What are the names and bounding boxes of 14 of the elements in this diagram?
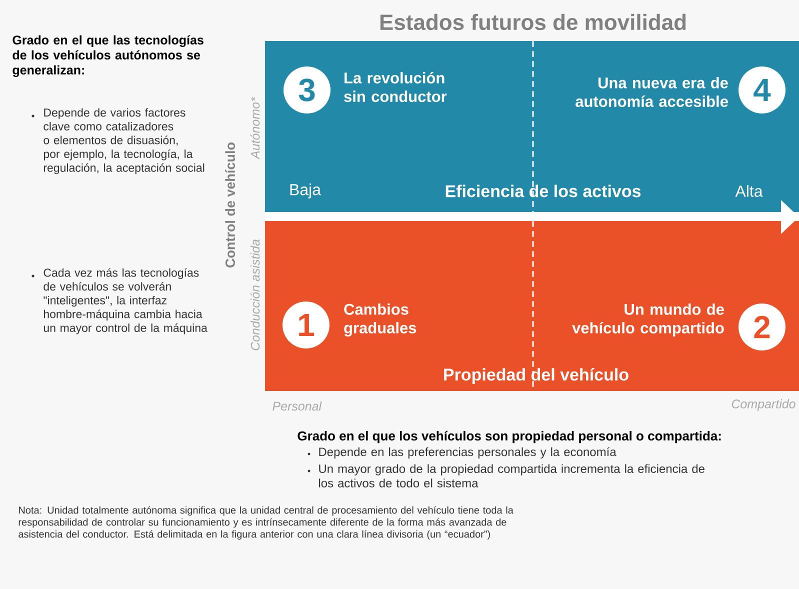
bullet-text: Depende en las preferencias personales y la economía <box>308 447 616 459</box>
side-heading: Grado en el que las tecnologías de los vehículos autónomos se generalizan: <box>12 35 204 78</box>
quadrant-title: La revolución sin conductor <box>344 72 447 102</box>
footnote: Nota: Unidad totalmente autónoma significa que la unidad central de procesamiento del vehículo tiene toda la responsabilidad de controlar su funcionamiento y es intrínsecamente diferente de la forma más avanzada de asistencia del conductor. Está delimitada en la figura anterior con una clara línea divisoria (un “ecuador”) <box>18 506 514 540</box>
quadrant-title: Cambios graduales <box>344 303 416 337</box>
chart-title: Estados futuros de movilidad <box>380 14 686 30</box>
axis-label: Personal <box>272 401 322 411</box>
bottom-heading: Grado en el que los vehículos son propiedad personal o compartida: <box>298 430 721 444</box>
bullet-text: Depende de varios factores clave como catalizadores o elementos de disuasión, por ejemplo, la tecnología, la regulación, la aceptación social <box>32 108 204 174</box>
bullet-text: Un mayor grado de la propiedad compartida incrementa la eficiencia de los activos de todo el sistema <box>308 464 704 488</box>
axis-title: Control de vehículo <box>225 142 236 268</box>
quadrant-title: Un mundo de vehículo compartido <box>572 303 724 337</box>
bullet-text: Cada vez más las tecnologías de vehículos se volverán "inteligentes", la interfaz hombre-máquina cambia hacia un mayor control de la máquina <box>32 268 208 334</box>
quadrant-title: Una nueva era de autonomía accesible <box>576 77 728 107</box>
